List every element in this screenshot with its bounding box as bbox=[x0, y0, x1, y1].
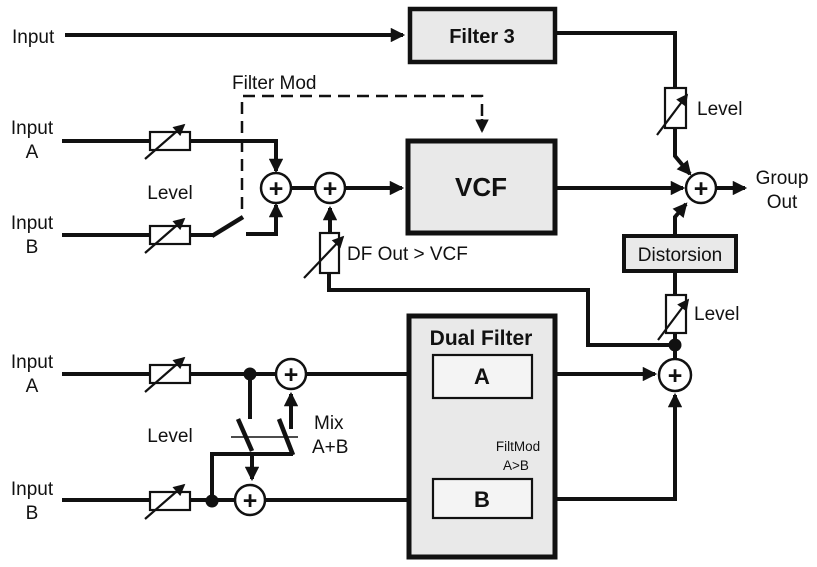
attenuator-arrow bbox=[656, 93, 689, 136]
label-df-out-vcf: DF Out > VCF bbox=[347, 244, 468, 265]
wire-switch-to-sum bbox=[246, 202, 284, 236]
attenuator-arrow bbox=[144, 217, 186, 254]
sum-node-vcf-in-1: + bbox=[259, 171, 293, 205]
label-input-a-bottom-1: Input bbox=[11, 352, 54, 373]
attenuator-arrow bbox=[303, 235, 345, 279]
dual-filter-title: Dual Filter bbox=[430, 327, 533, 350]
plus-icon: + bbox=[668, 362, 683, 390]
filter-mod-dashed-wire bbox=[240, 94, 484, 209]
sum-circle bbox=[684, 171, 718, 205]
attenuator-body bbox=[148, 224, 192, 246]
wire-filter3-to-level bbox=[555, 31, 677, 88]
attenuator-icon-input-a-bottom bbox=[144, 356, 192, 393]
label-filtmod-1: FiltMod bbox=[496, 439, 540, 454]
attenuator-body bbox=[148, 130, 192, 152]
sum-node-vcf-in-2: + bbox=[313, 171, 347, 205]
dual-filter-a-box bbox=[431, 353, 534, 400]
label-input-a-top-1: Input bbox=[11, 118, 54, 139]
wire-distorsion-to-groupsum bbox=[672, 202, 688, 235]
label-group-out-2: Out bbox=[767, 192, 798, 213]
attenuator-body bbox=[148, 490, 192, 512]
label-input-b-top-2: B bbox=[26, 237, 39, 258]
attenuator-body bbox=[663, 86, 688, 130]
label-group-out-1: Group bbox=[756, 168, 809, 189]
dual-filter-box bbox=[406, 313, 558, 560]
label-input-a-top-2: A bbox=[26, 142, 39, 163]
attenuator-icon-input-b-top bbox=[144, 217, 192, 254]
attenuator-arrow bbox=[657, 298, 690, 341]
junction-dot-b bbox=[205, 494, 219, 508]
label-input-b-top-1: Input bbox=[11, 213, 54, 234]
switch-lever-left bbox=[235, 418, 255, 452]
top-section-wires bbox=[62, 27, 748, 358]
dual-filter-b-box bbox=[431, 477, 534, 520]
sum-circle bbox=[259, 171, 293, 205]
label-mix-2: A+B bbox=[312, 437, 348, 458]
sum-circle bbox=[274, 357, 308, 391]
attenuator-icon-input-a-top bbox=[144, 123, 192, 160]
plus-icon: + bbox=[269, 175, 284, 203]
label-input-a-bottom-2: A bbox=[26, 376, 39, 397]
block-vcf: VCF bbox=[405, 138, 558, 236]
label-level-top-left: Level bbox=[147, 183, 192, 204]
sum-node-mix-b: + bbox=[233, 483, 267, 517]
label-input-b-bottom-1: Input bbox=[11, 479, 54, 500]
dual-filter-a-label: A bbox=[474, 364, 490, 389]
attenuator-icon-input-b-bottom bbox=[144, 483, 192, 520]
label-mix-1: Mix bbox=[314, 413, 344, 434]
wire-input-a-to-sum bbox=[190, 139, 284, 174]
sum-circle bbox=[233, 483, 267, 517]
plus-icon: + bbox=[284, 361, 299, 389]
label-input-top: Input bbox=[12, 27, 55, 48]
filter-mod-dashed-path bbox=[240, 94, 489, 209]
label-level-bottom: Level bbox=[147, 426, 192, 447]
vcf-box bbox=[405, 138, 558, 236]
dual-filter-b-label: B bbox=[474, 487, 490, 512]
vcf-label: VCF bbox=[455, 172, 507, 202]
attenuator-body bbox=[148, 363, 192, 385]
wire-filter-b-out bbox=[532, 392, 683, 501]
filter3-box bbox=[407, 6, 558, 65]
switch-lever-input-b bbox=[210, 215, 245, 238]
attenuator-arrow bbox=[144, 356, 186, 393]
attenuator-body bbox=[318, 231, 341, 275]
sum-node-mix-a: + bbox=[274, 357, 308, 391]
attenuator-icon-level-top-right bbox=[656, 86, 689, 136]
wire-dfout-feed bbox=[327, 273, 670, 347]
plus-icon: + bbox=[243, 487, 258, 515]
junction-dot-a bbox=[243, 367, 257, 381]
switch-lever-right bbox=[276, 418, 296, 456]
distorsion-box bbox=[622, 234, 738, 273]
attenuator-arrow bbox=[144, 123, 186, 160]
label-level-mid-right: Level bbox=[694, 304, 739, 325]
plus-icon: + bbox=[694, 175, 709, 203]
junction-dot-dualout bbox=[668, 338, 682, 352]
filter3-label: Filter 3 bbox=[449, 26, 515, 48]
sum-circle bbox=[657, 357, 693, 393]
attenuator-icon-df-out bbox=[303, 231, 345, 279]
block-dual-filter: Dual Filter A B bbox=[406, 313, 558, 560]
attenuator-icon-level-mid-right bbox=[657, 293, 690, 341]
block-filter3: Filter 3 bbox=[407, 6, 558, 65]
plus-icon: + bbox=[323, 175, 338, 203]
wire-b-tap-up bbox=[210, 452, 293, 501]
attenuator-body bbox=[664, 293, 688, 335]
sum-node-dual-out: + bbox=[657, 357, 693, 393]
distorsion-label: Distorsion bbox=[638, 245, 722, 266]
attenuator-arrow bbox=[144, 483, 186, 520]
label-input-b-bottom-2: B bbox=[26, 503, 39, 524]
label-filtmod-2: A>B bbox=[503, 458, 529, 473]
label-filter-mod: Filter Mod bbox=[232, 73, 316, 94]
sum-node-group-out: + bbox=[684, 171, 718, 205]
block-distorsion: Distorsion bbox=[622, 234, 738, 273]
wire-level-to-groupsum bbox=[673, 128, 692, 176]
sum-circle bbox=[313, 171, 347, 205]
label-level-top-right: Level bbox=[697, 99, 742, 120]
